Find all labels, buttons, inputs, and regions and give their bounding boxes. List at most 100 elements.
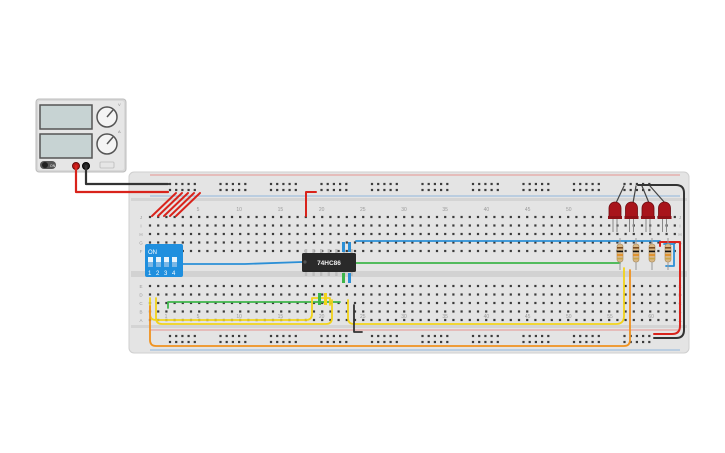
hole[interactable] bbox=[517, 249, 521, 253]
rail-hole[interactable] bbox=[320, 188, 323, 192]
wire-red-supply[interactable] bbox=[74, 164, 170, 194]
hole[interactable] bbox=[353, 215, 357, 219]
rail-hole[interactable] bbox=[389, 334, 392, 338]
hole[interactable] bbox=[411, 310, 414, 313]
hole[interactable] bbox=[419, 249, 422, 253]
hole[interactable] bbox=[657, 249, 660, 253]
rail-hole[interactable] bbox=[623, 334, 626, 338]
hole[interactable] bbox=[148, 241, 152, 244]
hole[interactable] bbox=[230, 301, 234, 305]
hole[interactable] bbox=[312, 301, 316, 305]
rail-hole[interactable] bbox=[579, 182, 582, 186]
hole[interactable] bbox=[575, 249, 578, 253]
hole[interactable] bbox=[157, 293, 160, 296]
hole[interactable] bbox=[665, 310, 668, 313]
hole[interactable] bbox=[239, 293, 242, 296]
rail-hole[interactable] bbox=[484, 340, 487, 344]
hole[interactable] bbox=[444, 310, 447, 313]
hole[interactable] bbox=[550, 284, 553, 288]
rail-hole[interactable] bbox=[187, 188, 190, 192]
hole[interactable] bbox=[501, 224, 504, 227]
hole[interactable] bbox=[312, 318, 316, 322]
hole[interactable] bbox=[624, 241, 627, 244]
rail-hole[interactable] bbox=[282, 188, 285, 192]
rail-hole[interactable] bbox=[288, 182, 291, 186]
hole[interactable] bbox=[394, 284, 398, 288]
hole[interactable] bbox=[501, 301, 504, 305]
rail-hole[interactable] bbox=[534, 334, 537, 338]
rail-hole[interactable] bbox=[168, 188, 172, 192]
hole[interactable] bbox=[263, 284, 266, 288]
hole[interactable] bbox=[526, 215, 529, 219]
hole[interactable] bbox=[444, 215, 447, 219]
hole[interactable] bbox=[411, 284, 414, 288]
hole[interactable] bbox=[640, 249, 644, 253]
hole[interactable] bbox=[362, 241, 365, 244]
rail-hole[interactable] bbox=[421, 334, 424, 338]
hole[interactable] bbox=[206, 301, 209, 305]
hole[interactable] bbox=[296, 224, 299, 227]
hole[interactable] bbox=[517, 224, 521, 227]
hole[interactable] bbox=[230, 310, 234, 313]
resistor[interactable] bbox=[616, 238, 624, 270]
hole[interactable] bbox=[312, 293, 316, 296]
hole[interactable] bbox=[403, 310, 406, 313]
hole[interactable] bbox=[173, 284, 176, 288]
hole[interactable] bbox=[370, 232, 373, 236]
hole[interactable] bbox=[427, 241, 430, 244]
hole[interactable] bbox=[427, 318, 430, 322]
hole[interactable] bbox=[575, 310, 578, 313]
hole[interactable] bbox=[632, 310, 635, 313]
hole[interactable] bbox=[640, 224, 644, 227]
hole[interactable] bbox=[649, 310, 652, 313]
hole[interactable] bbox=[329, 241, 332, 244]
hole[interactable] bbox=[476, 241, 480, 244]
hole[interactable] bbox=[378, 241, 381, 244]
hole[interactable] bbox=[165, 241, 168, 244]
rail-hole[interactable] bbox=[181, 188, 184, 192]
hole[interactable] bbox=[288, 310, 291, 313]
rail-hole[interactable] bbox=[591, 340, 594, 344]
rail-hole[interactable] bbox=[478, 182, 481, 186]
hole[interactable] bbox=[616, 301, 619, 305]
rail-hole[interactable] bbox=[591, 188, 594, 192]
hole[interactable] bbox=[575, 215, 578, 219]
hole[interactable] bbox=[378, 318, 381, 322]
hole[interactable] bbox=[271, 310, 275, 313]
hole[interactable] bbox=[591, 301, 594, 305]
rail-hole[interactable] bbox=[597, 334, 600, 338]
hole[interactable] bbox=[567, 224, 570, 227]
hole[interactable] bbox=[485, 249, 488, 253]
rail-hole[interactable] bbox=[175, 334, 178, 338]
hole[interactable] bbox=[567, 241, 570, 244]
hole[interactable] bbox=[534, 310, 537, 313]
hole[interactable] bbox=[394, 293, 398, 296]
hole[interactable] bbox=[501, 249, 504, 253]
hole[interactable] bbox=[329, 215, 332, 219]
rail-hole[interactable] bbox=[345, 188, 348, 192]
hole[interactable] bbox=[214, 224, 217, 227]
hole[interactable] bbox=[296, 241, 299, 244]
hole[interactable] bbox=[362, 284, 365, 288]
hole[interactable] bbox=[542, 241, 545, 244]
hole[interactable] bbox=[280, 224, 283, 227]
rail-hole[interactable] bbox=[377, 340, 380, 344]
hole[interactable] bbox=[173, 293, 176, 296]
hole[interactable] bbox=[271, 215, 275, 219]
hole[interactable] bbox=[558, 215, 562, 219]
wire-red-right[interactable] bbox=[653, 241, 681, 335]
hole[interactable] bbox=[501, 284, 504, 288]
hole[interactable] bbox=[386, 232, 389, 236]
rail-hole[interactable] bbox=[572, 182, 576, 186]
rail-hole[interactable] bbox=[528, 340, 531, 344]
hole[interactable] bbox=[558, 293, 562, 296]
hole[interactable] bbox=[247, 241, 250, 244]
wire-orange[interactable] bbox=[149, 269, 631, 347]
hole[interactable] bbox=[558, 284, 562, 288]
rail-hole[interactable] bbox=[395, 334, 398, 338]
hole[interactable] bbox=[255, 224, 258, 227]
hole[interactable] bbox=[370, 241, 373, 244]
hole[interactable] bbox=[657, 301, 660, 305]
hole[interactable] bbox=[304, 232, 307, 236]
